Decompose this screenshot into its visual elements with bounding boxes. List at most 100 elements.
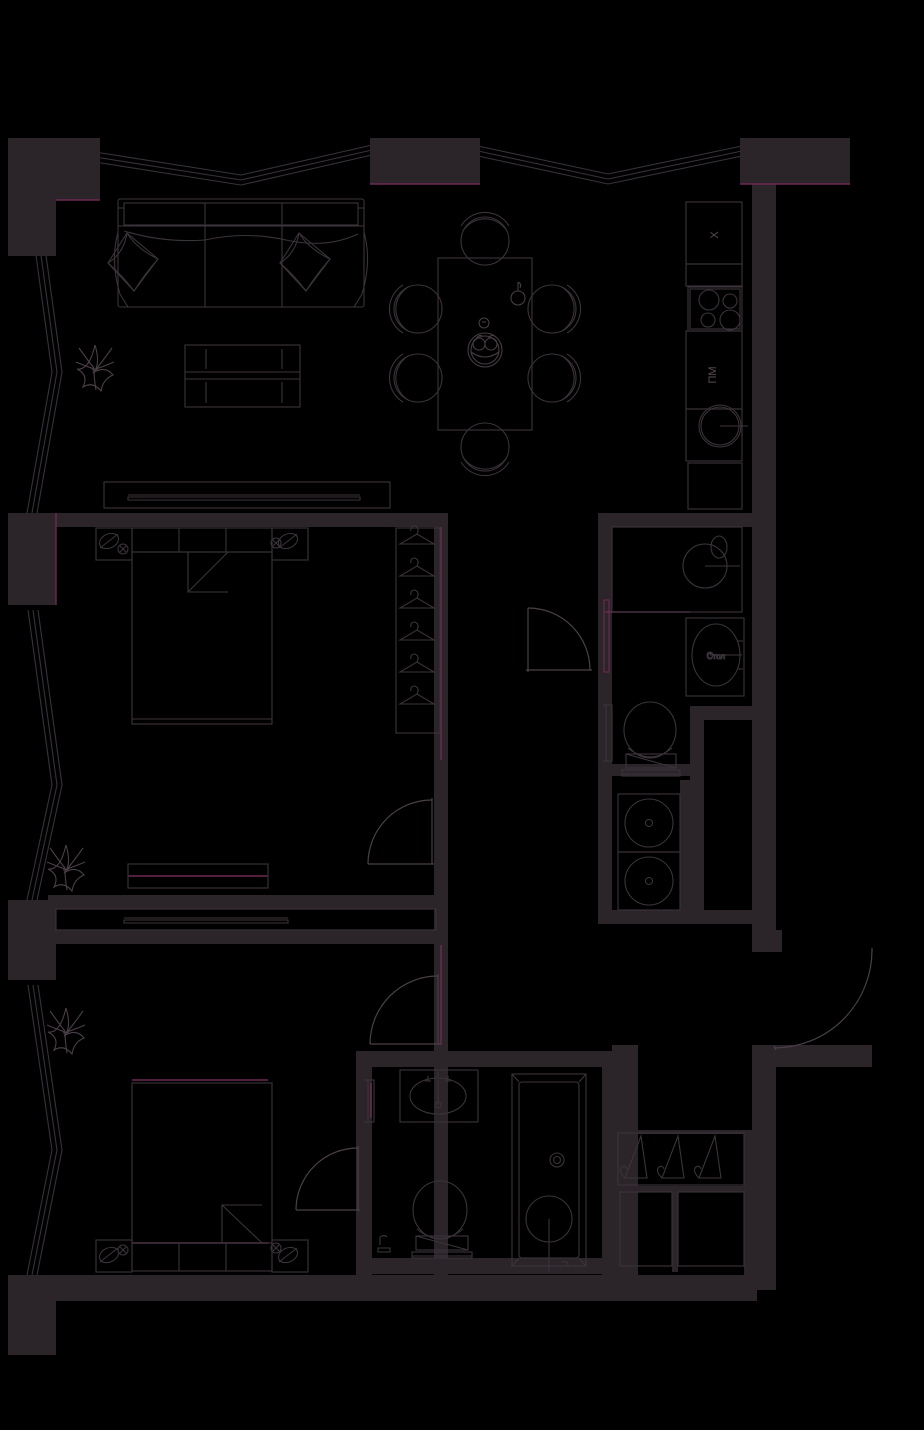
nightstand-right-master [270,527,309,561]
hanger-6 [397,685,437,705]
wall-hall-wardrobe-top [614,1130,750,1134]
dining-chair-right-2 [527,353,582,403]
hall-wardrobe-fixtures [617,1132,745,1267]
nightstand-right-second [270,1239,309,1273]
guest-towel-rail [603,599,613,762]
wall-pier-w-1 [8,513,56,605]
panoramic-window-north-2 [477,145,743,185]
potted-plant-master [46,844,86,893]
hall-shoe-cabinet-right [677,1191,745,1267]
panoramic-window-west-3 [26,984,63,1276]
wall-hall-wardrobe-right [744,1130,752,1275]
throw-pillow-left [107,232,159,292]
wall-hall-cabinet-div [672,1186,678,1272]
kitchen-base-cabinet-2 [687,462,743,510]
second-bedroom-furniture [46,1007,309,1273]
dining-chair-top [460,211,510,266]
hall-hanger-1 [619,1133,648,1179]
shower-tray [611,526,743,613]
burner-large-1 [698,289,720,311]
wall-east-outer-lower [752,1045,776,1290]
kitchen-base-cabinet-1 [685,263,743,287]
hanger-2 [397,557,437,577]
second-bedroom-door[interactable] [369,974,440,1045]
master-bedroom-furniture [46,481,441,931]
radiator-master-bedroom [127,863,269,889]
glazing-group [26,144,743,1276]
shower-control [710,535,728,559]
potted-plant-second [46,1007,86,1056]
wall-bedroom-sill [48,930,448,944]
burner-large-2 [719,309,741,331]
coffee-table [184,344,301,408]
wall-guest-bath-south [598,910,754,924]
table-lamp-left-second [98,1244,129,1264]
wall-bedroom-bedroom [48,895,448,909]
living-room-furniture [75,198,369,408]
burner-small-2 [700,312,716,328]
table-candle [478,317,490,329]
hall-hanger-3 [693,1133,722,1179]
dining-chair-bottom [460,422,510,477]
table-lamp-right-master [270,532,299,550]
throw-pillow-right [279,232,331,292]
dining-chair-left-2 [388,353,443,403]
panoramic-window-north-1 [94,144,373,186]
svg-text:Стол: Стол [707,652,726,661]
wall-east-entry-head [752,1045,872,1067]
kitchen-sink [698,404,748,448]
guest-washbasin: Стол [685,617,745,697]
kitchen-units [685,201,748,510]
wall-guest-bath-north [598,513,754,527]
kitchen-sink-unit [685,408,743,462]
hanger-4 [397,621,437,641]
burner-small-1 [722,293,738,309]
potted-plant-living [75,344,115,393]
dining-area-furniture [388,211,582,477]
main-toilet [377,1180,473,1259]
wall-guest-bath-inner2 [598,706,610,776]
wall-laundry-partition [680,780,692,910]
panoramic-window-west-2 [26,609,63,901]
nightstand-left-master [95,527,133,561]
main-towel-rail [364,1079,375,1123]
hall-shoe-cabinet-left [619,1191,673,1267]
wardrobe-master [395,525,441,734]
wall-hall-cabinet-left [614,1186,620,1272]
guest-bathroom-door[interactable] [526,607,592,672]
nightstand-left-second [95,1239,133,1273]
main-bathroom-fixtures [364,1069,587,1272]
master-bedroom-door[interactable] [367,798,434,865]
guest-bathroom-fixtures: Стол [603,526,745,911]
kitchen-cooktop [687,286,743,332]
bathtub [511,1073,587,1272]
radiator-bedroom2-window [55,908,437,931]
entry-door[interactable] [773,948,873,1051]
bath-overflow [549,1152,565,1168]
wall-living-bedroom [48,513,448,527]
table-carafe [510,281,526,306]
wall-corridor-west-bath [434,1045,448,1275]
radiator-living [103,481,391,509]
walls-group [8,138,872,1355]
hanger-5 [397,653,437,673]
wall-east-entry-jamb [752,930,782,952]
wall-pier-n-mid [370,138,480,184]
hanger-3 [397,589,437,609]
wall-south-outer [48,1275,638,1301]
doors-group [295,607,873,1211]
wall-pier-nw-leg [8,138,56,256]
wall-main-bath-south [356,1258,618,1274]
dining-chair-right-1 [527,284,582,334]
hall-hanger-2 [656,1133,685,1179]
wall-south-hall [612,1275,757,1301]
3-seat-sofa [107,198,369,308]
hanger-1 [397,525,437,545]
main-bathroom-door[interactable] [295,1146,360,1211]
dining-table [437,257,533,431]
main-washbasin [399,1069,479,1123]
tumble-dryer [617,851,681,911]
